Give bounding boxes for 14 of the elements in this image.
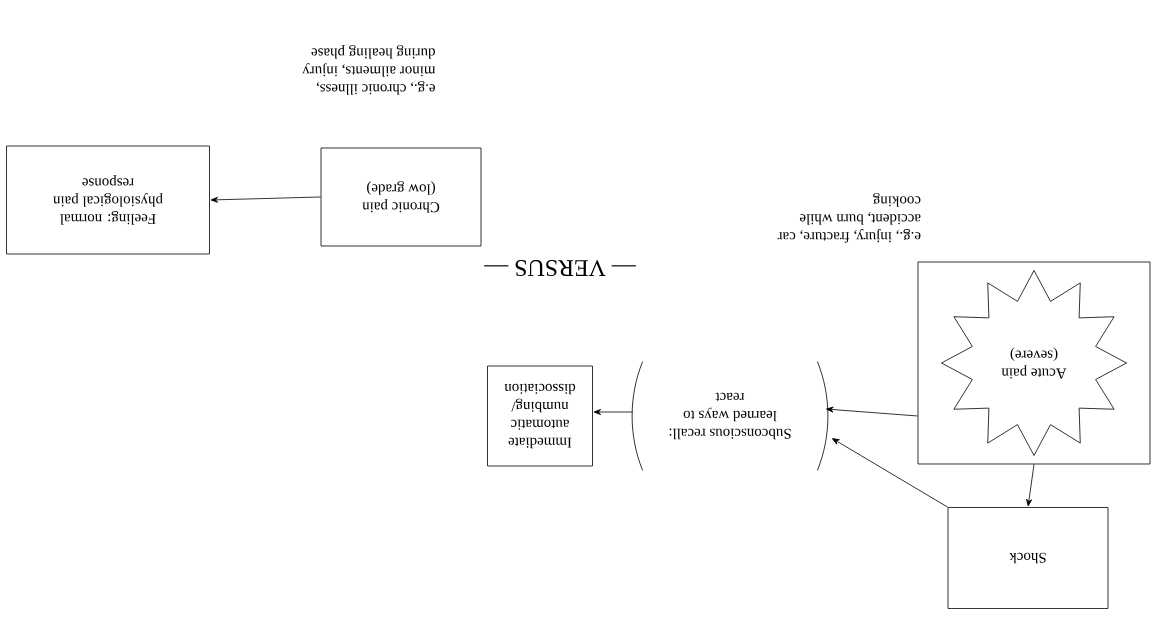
process-box: Chronic pain (low grade) bbox=[320, 147, 482, 247]
arrow bbox=[1026, 464, 1035, 507]
process-box: Immediate automatic numbing/ dissociation bbox=[487, 365, 593, 467]
arrow bbox=[210, 196, 321, 203]
process-box: Shock bbox=[947, 507, 1109, 609]
arrow bbox=[593, 409, 633, 415]
node-label: e.g., injury, fracture, car accident, burn while cooking bbox=[777, 193, 921, 243]
arrow bbox=[826, 406, 918, 417]
heading: — VERSUS — bbox=[484, 259, 636, 277]
bracketed-text: Subconscious recall: learned ways to react bbox=[631, 361, 829, 471]
starburst-box: Acute pain (severe) bbox=[917, 261, 1151, 465]
process-box: Feeling: normal physiological pain response bbox=[6, 145, 210, 255]
node-label: e.g., chronic illness, minor ailments, injury during healing phase bbox=[302, 45, 436, 95]
arrow bbox=[831, 438, 948, 508]
